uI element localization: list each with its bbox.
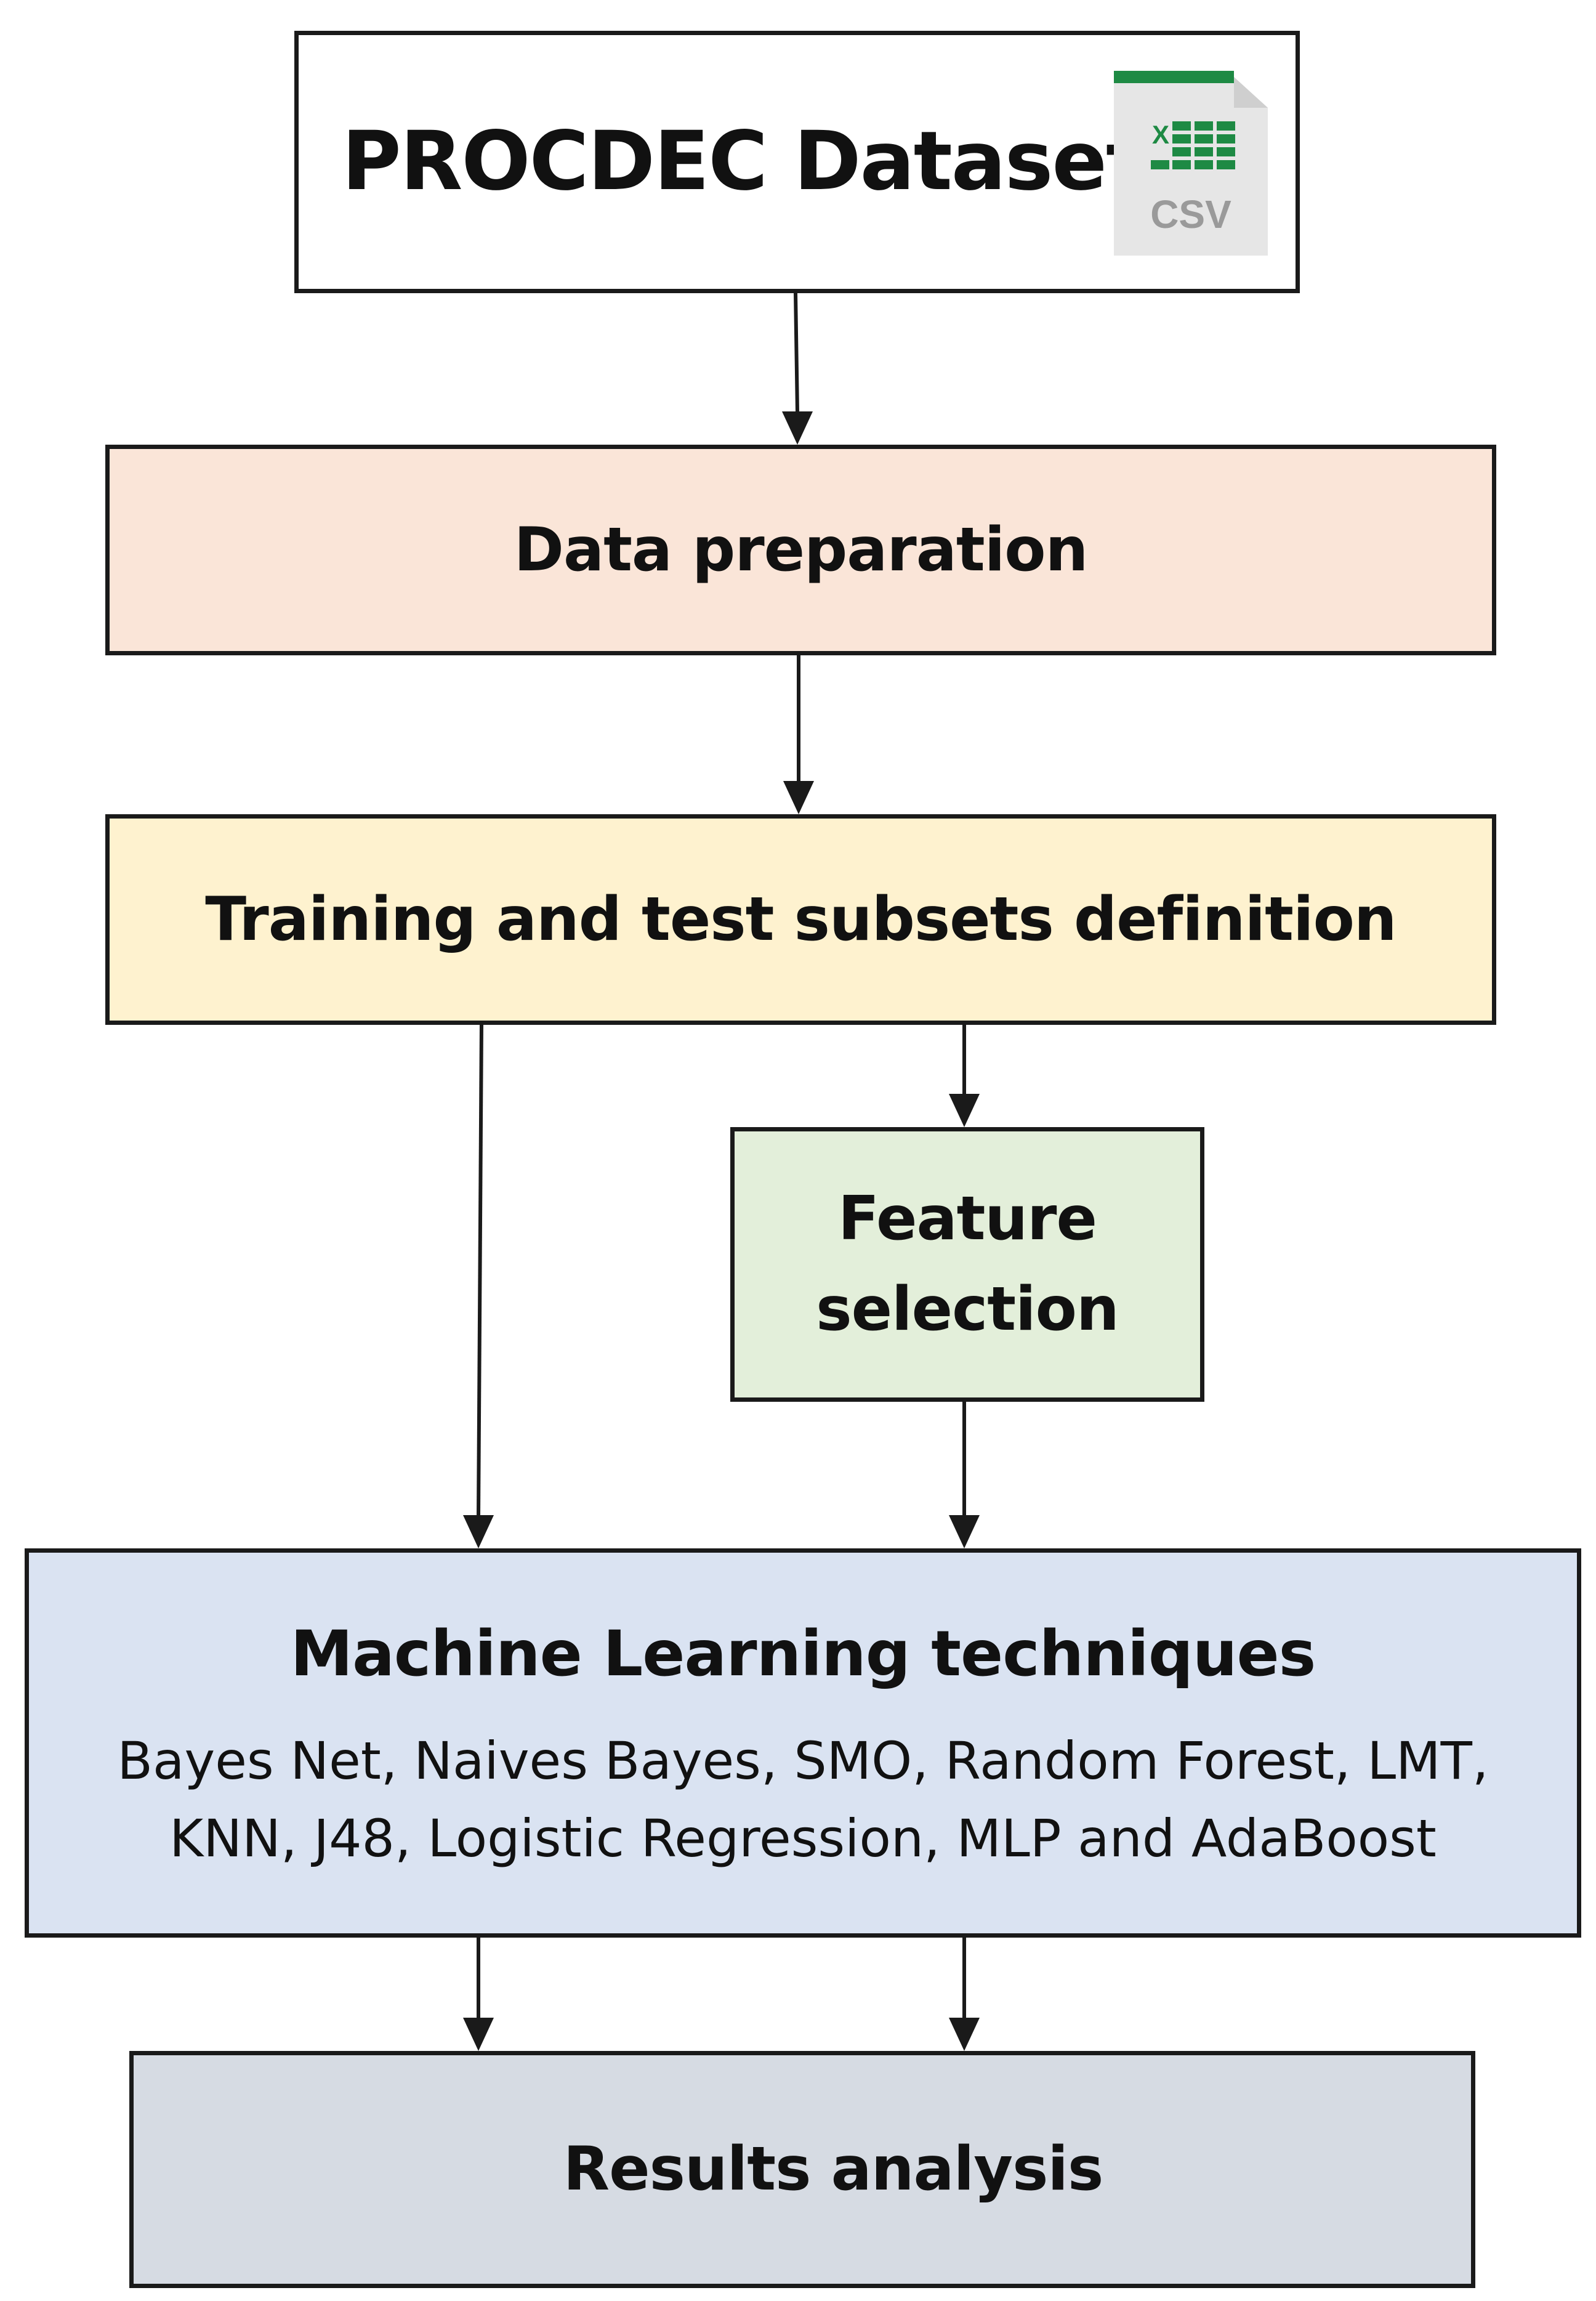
feature-selection-node: Feature selection	[730, 1127, 1204, 1402]
arrowhead-feature-to-ml	[949, 1515, 980, 1548]
arrow-subsets-to-ml	[477, 1024, 483, 1517]
svg-text:X: X	[1152, 120, 1169, 149]
data-preparation-node: Data preparation	[105, 445, 1496, 655]
ml-techniques-line1: Bayes Net, Naives Bayes, SMO, Random For…	[117, 1730, 1489, 1791]
subsets-definition-node: Training and test subsets definition	[105, 814, 1496, 1025]
subsets-definition-label: Training and test subsets definition	[205, 884, 1396, 955]
ml-techniques-title: Machine Learning techniques	[290, 1617, 1316, 1691]
ml-techniques-node: Machine Learning techniques Bayes Net, N…	[25, 1548, 1581, 1938]
csv-icon-label: CSV	[1150, 192, 1231, 237]
feature-selection-line1: Feature	[838, 1184, 1097, 1254]
results-analysis-node: Results analysis	[129, 2051, 1475, 2288]
feature-selection-line2: selection	[816, 1274, 1119, 1345]
dataset-node: PROCDEC Dataset X CSV	[294, 31, 1300, 293]
arrowhead-ml-to-results-left	[463, 2018, 494, 2051]
data-preparation-label: Data preparation	[514, 514, 1089, 585]
csv-file-icon: X CSV	[1114, 71, 1268, 256]
arrowhead-dataset-to-preparation	[782, 411, 813, 445]
arrowhead-preparation-to-subsets	[783, 781, 814, 814]
arrowhead-subsets-to-feature	[949, 1094, 980, 1127]
arrow-dataset-to-preparation	[794, 293, 799, 413]
ml-techniques-line2: KNN, J48, Logistic Regression, MLP and A…	[169, 1808, 1437, 1869]
arrowhead-ml-to-results-right	[949, 2018, 980, 2051]
results-analysis-label: Results analysis	[563, 2134, 1104, 2205]
arrowhead-subsets-to-ml	[463, 1515, 494, 1548]
dataset-label: PROCDEC Dataset	[342, 114, 1145, 209]
